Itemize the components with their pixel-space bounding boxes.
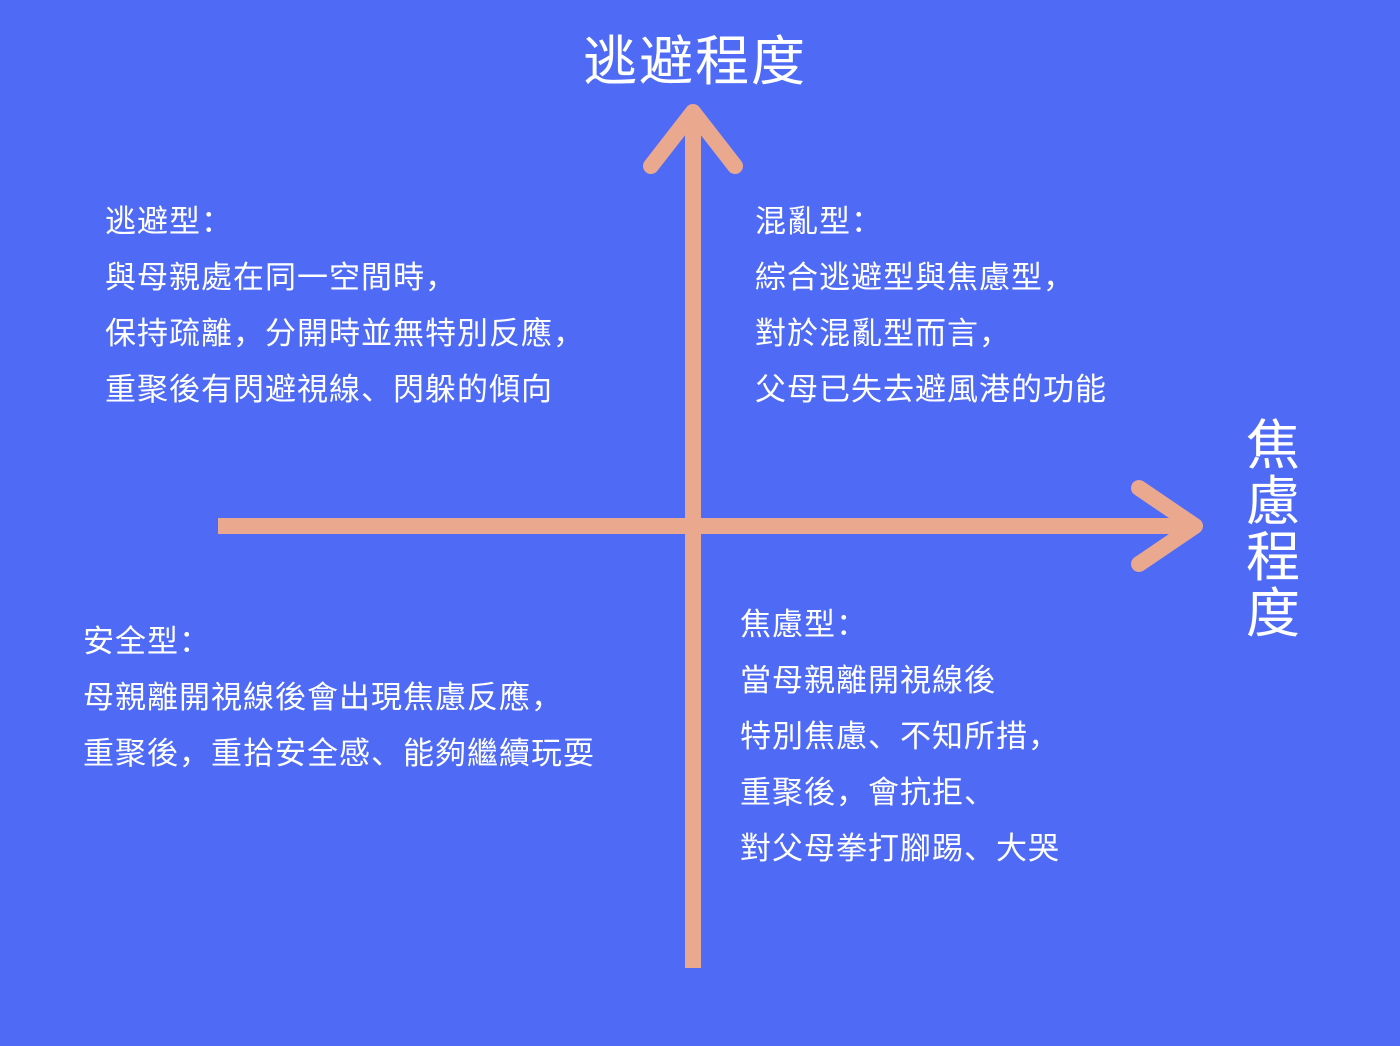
quadrant-line: 父母已失去避風港的功能 bbox=[755, 372, 1107, 408]
quadrant-line: 與母親處在同一空間時， bbox=[105, 260, 457, 296]
quadrant-line: 對於混亂型而言， bbox=[755, 316, 1011, 352]
horizontal-axis-arrowhead bbox=[1131, 480, 1203, 572]
vertical-axis-label: 逃避程度 bbox=[583, 30, 807, 93]
quadrant-title: 逃避型： bbox=[105, 204, 233, 240]
horizontal-axis-label: 焦慮程度 bbox=[1246, 414, 1300, 645]
quadrant-avoidant: 逃避型： 與母親處在同一空間時， 保持疏離，分開時並無特別反應， 重聚後有閃避視… bbox=[105, 194, 585, 418]
quadrant-secure: 安全型： 母親離開視線後會出現焦慮反應， 重聚後，重拾安全感、能夠繼續玩耍 bbox=[83, 614, 595, 782]
vertical-axis-arrowhead bbox=[643, 104, 743, 174]
quadrant-line: 當母親離開視線後 bbox=[740, 663, 996, 699]
quadrant-line: 綜合逃避型與焦慮型， bbox=[755, 260, 1075, 296]
quadrant-line: 重聚後，重拾安全感、能夠繼續玩耍 bbox=[83, 736, 595, 772]
quadrant-line: 重聚後有閃避視線、閃躲的傾向 bbox=[105, 372, 553, 408]
quadrant-anxious: 焦慮型： 當母親離開視線後 特別焦慮、不知所措， 重聚後，會抗拒、 對父母拳打腳… bbox=[740, 597, 1060, 877]
quadrant-title: 焦慮型： bbox=[740, 607, 868, 643]
quadrant-line: 重聚後，會抗拒、 bbox=[740, 775, 996, 811]
quadrant-disorganized: 混亂型： 綜合逃避型與焦慮型， 對於混亂型而言， 父母已失去避風港的功能 bbox=[755, 194, 1107, 418]
quadrant-line: 母親離開視線後會出現焦慮反應， bbox=[83, 680, 563, 716]
quadrant-line: 特別焦慮、不知所措， bbox=[740, 719, 1060, 755]
quadrant-line: 保持疏離，分開時並無特別反應， bbox=[105, 316, 585, 352]
quadrant-title: 安全型： bbox=[83, 624, 211, 660]
quadrant-title: 混亂型： bbox=[755, 204, 883, 240]
quadrant-line: 對父母拳打腳踢、大哭 bbox=[740, 831, 1060, 867]
